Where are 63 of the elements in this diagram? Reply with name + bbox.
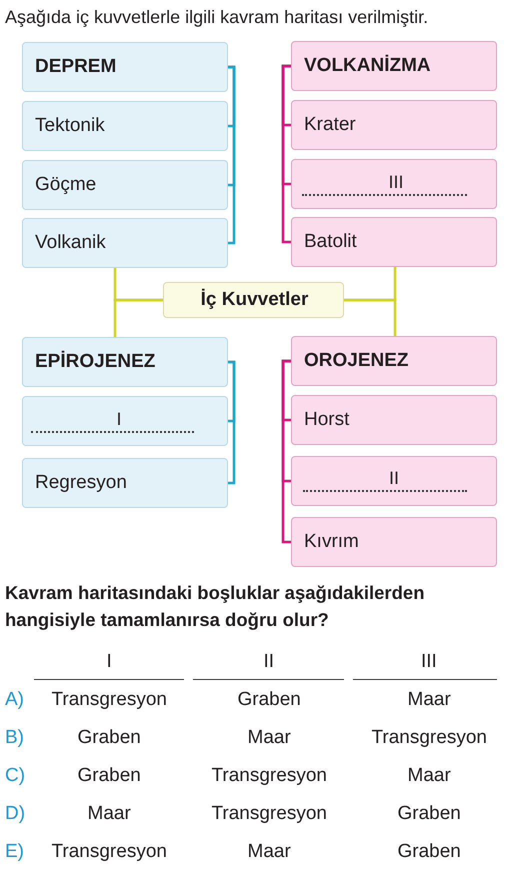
connector-line: [344, 298, 396, 336]
answer-text: Graben: [398, 803, 461, 825]
concept-label: Regresyon: [35, 472, 127, 494]
concept-label: Horst: [304, 409, 350, 431]
heading-box: [291, 41, 497, 91]
bracket-line: [228, 360, 236, 484]
answer-text: Maar: [248, 841, 291, 863]
concept-box: [291, 517, 497, 567]
concept-box: [291, 159, 497, 209]
column-header: III: [421, 651, 437, 673]
answer-text: Graben: [78, 765, 141, 787]
answer-text: Graben: [238, 689, 301, 711]
question-text: Kavram haritasındaki boşluklar aşağıdakilerden hangisiyle tamamlanırsa doğru olur?: [5, 581, 426, 632]
blank-number: II: [389, 468, 400, 488]
connector-line: [114, 298, 163, 337]
answer-text: Maar: [408, 689, 451, 711]
bracket-line: [228, 66, 236, 244]
concept-box: [22, 458, 228, 508]
answer-text: Maar: [88, 803, 131, 825]
heading-label: DEPREM: [35, 56, 116, 78]
answer-text: Graben: [78, 727, 141, 749]
column-header: II: [264, 651, 274, 673]
blank-number: III: [388, 172, 404, 192]
heading-label: OROJENEZ: [304, 350, 409, 372]
central-concept-box: [163, 282, 344, 318]
answer-text: Transgresyon: [52, 841, 167, 863]
bracket-line: [282, 360, 291, 544]
heading-box: [22, 337, 228, 387]
heading-label: İç Kuvvetler: [200, 289, 308, 311]
concept-box: [22, 218, 228, 268]
concept-label: Kıvrım: [304, 531, 359, 553]
answer-text: Maar: [248, 727, 291, 749]
option-letter: A): [5, 689, 24, 711]
blank-number: I: [116, 409, 122, 429]
intro-text: Aşağıda iç kuvvetlerle ilgili kavram haritası verilmiştir.: [5, 6, 428, 28]
answer-text: Maar: [408, 765, 451, 787]
column-header: I: [106, 651, 112, 673]
option-letter: B): [5, 727, 24, 749]
concept-label: Volkanik: [35, 232, 106, 254]
answer-text: Graben: [398, 841, 461, 863]
concept-box: [22, 396, 228, 446]
concept-box: [291, 456, 497, 506]
answer-text: Transgresyon: [52, 689, 167, 711]
heading-label: VOLKANİZMA: [304, 55, 431, 77]
answer-text: Transgresyon: [212, 765, 327, 787]
concept-box: [291, 217, 497, 267]
concept-box: [22, 160, 228, 210]
concept-box: [291, 395, 497, 445]
option-letter: D): [5, 803, 26, 825]
concept-label: Tektonik: [35, 115, 105, 137]
option-letter: C): [5, 765, 26, 787]
option-letter: E): [5, 841, 24, 863]
answer-text: Transgresyon: [212, 803, 327, 825]
answer-text: Transgresyon: [372, 727, 487, 749]
heading-box: [291, 336, 497, 386]
heading-label: EPİROJENEZ: [35, 351, 156, 373]
concept-label: Göçme: [35, 174, 96, 196]
bracket-line: [282, 64, 291, 244]
concept-box: [291, 100, 497, 150]
heading-box: [22, 42, 228, 92]
concept-label: Krater: [304, 114, 356, 136]
concept-box: [22, 101, 228, 151]
concept-label: Batolit: [304, 231, 357, 253]
